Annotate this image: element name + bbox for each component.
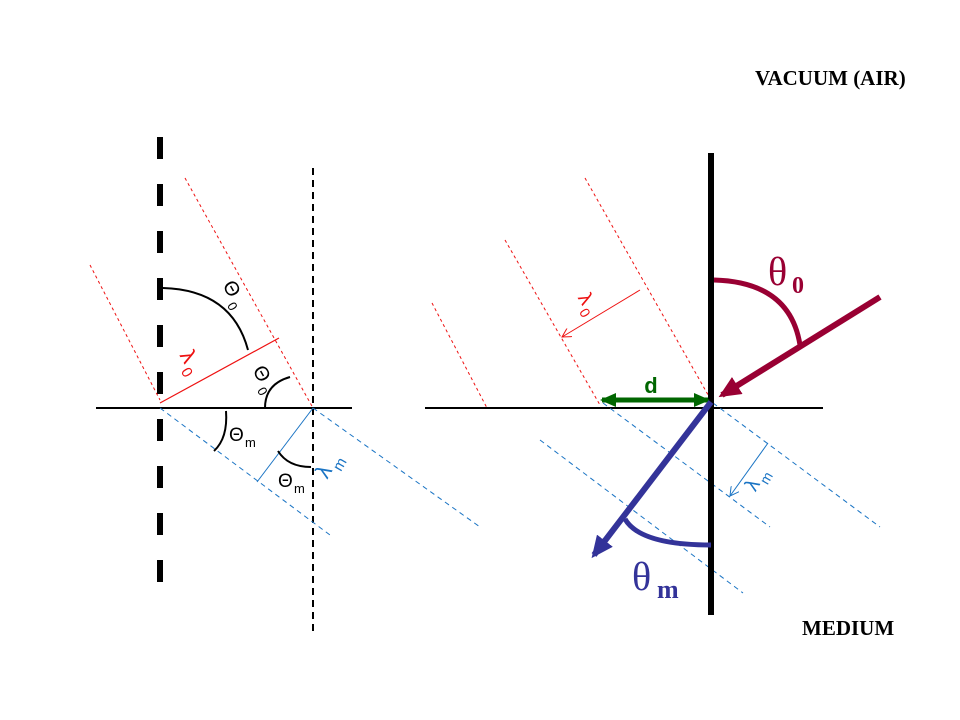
svg-text:Θ: Θ: [278, 471, 293, 492]
vacuum-label: VACUUM (AIR): [755, 66, 906, 90]
blue-wavefront-1: [159, 407, 331, 536]
theta0-lower-label: Θ 0: [248, 362, 275, 398]
left-diagram: Θ 0 λ 0 Θ 0 Θ m Θ m λ m: [89, 137, 481, 632]
svg-text:θ: θ: [632, 554, 651, 599]
lambda0-arrow: [562, 289, 641, 337]
theta0-arc-lower: [264, 376, 291, 409]
svg-text:Θ: Θ: [248, 362, 275, 386]
lambdam-line: [256, 407, 314, 483]
red-wavefront-3: [584, 177, 712, 401]
svg-text:Θ: Θ: [218, 277, 245, 301]
thetam-arc: [622, 517, 712, 548]
lambdam-arrow: [730, 442, 769, 496]
svg-text:m: m: [245, 435, 256, 450]
svg-text:0: 0: [792, 273, 804, 299]
thetam-b-label: Θ m: [278, 471, 305, 496]
red-wavefront-1: [89, 264, 161, 401]
thetam-arc-a: [213, 410, 228, 452]
blue-wavefront-3: [602, 402, 771, 528]
red-wavefront-2: [504, 239, 601, 406]
thetam-label: θ m: [632, 554, 679, 604]
refracted-ray-arrow: [591, 400, 714, 559]
lambda0-label: λ 0: [175, 345, 202, 381]
svg-text:Θ: Θ: [229, 425, 244, 446]
svg-text:0: 0: [177, 365, 196, 381]
theta0-upper-label: Θ 0: [218, 277, 245, 313]
right-diagram: d θ 0 λ 0 λ m θ m: [425, 153, 882, 615]
red-wavefront-2: [184, 177, 314, 409]
thetam-a-label: Θ m: [229, 425, 256, 450]
lambdam-label: λ m: [741, 469, 776, 495]
svg-text:0: 0: [254, 384, 271, 398]
thetam-arc-b: [277, 450, 312, 468]
medium-label: MEDIUM: [802, 616, 894, 640]
blue-wavefront-4: [712, 402, 881, 528]
svg-text:θ: θ: [768, 249, 787, 294]
svg-text:m: m: [657, 575, 679, 604]
svg-text:m: m: [294, 481, 305, 496]
theta0-label: θ 0: [768, 249, 804, 299]
lambdam-label: λ m: [310, 455, 351, 483]
blue-wavefront-2: [312, 407, 481, 528]
theta0-arc: [713, 277, 803, 346]
incident-ray-arrow: [718, 294, 882, 398]
lambda0-line: [159, 337, 280, 404]
d-label: d: [644, 373, 657, 398]
svg-text:λ: λ: [573, 289, 597, 309]
svg-text:0: 0: [224, 299, 241, 313]
svg-text:λ: λ: [175, 345, 202, 367]
theta0-arc-upper: [162, 287, 249, 351]
red-wavefront-1: [431, 302, 488, 409]
